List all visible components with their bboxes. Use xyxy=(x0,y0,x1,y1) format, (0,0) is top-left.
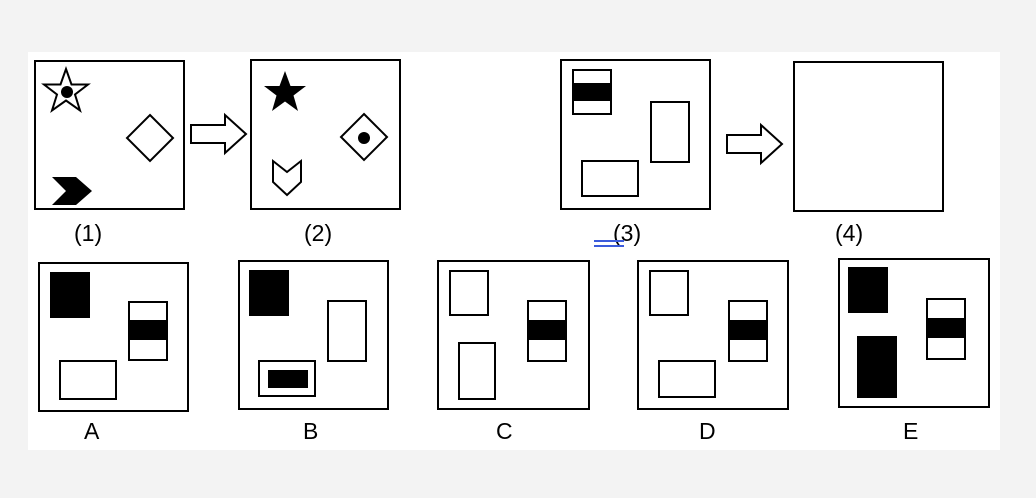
label-2: (2) xyxy=(304,220,333,246)
filled-square xyxy=(249,270,289,316)
text-cursor-mark xyxy=(594,240,624,247)
inner-filled-bar xyxy=(268,370,308,388)
right-arrow-icon xyxy=(726,122,784,166)
tall-outline-rect xyxy=(458,342,496,400)
option-label-e: E xyxy=(903,418,919,444)
option-c[interactable] xyxy=(437,260,590,410)
wide-outline-rect xyxy=(581,160,639,197)
option-b[interactable] xyxy=(238,260,389,410)
option-label-d: D xyxy=(699,418,716,444)
diamond-icon xyxy=(125,113,175,163)
stripe-band xyxy=(572,83,612,101)
stripe-band xyxy=(926,318,966,338)
figure-2 xyxy=(250,59,401,210)
filled-square xyxy=(848,267,888,313)
right-arrow-icon xyxy=(190,112,248,156)
option-d[interactable] xyxy=(637,260,789,410)
stripe-band xyxy=(128,320,168,340)
outline-square xyxy=(449,270,489,316)
wide-outline-rect xyxy=(59,360,117,400)
outline-star-icon xyxy=(41,66,91,114)
option-e[interactable] xyxy=(838,258,990,408)
label-4: (4) xyxy=(835,220,864,246)
option-label-c: C xyxy=(496,418,513,444)
wide-outline-rect xyxy=(658,360,716,398)
option-label-b: B xyxy=(303,418,319,444)
filled-star-icon xyxy=(264,71,306,111)
stripe-band xyxy=(527,320,567,340)
option-label-a: A xyxy=(84,418,100,444)
option-a[interactable] xyxy=(38,262,189,412)
stripe-band xyxy=(728,320,768,340)
outline-square xyxy=(649,270,689,316)
tall-outline-rect xyxy=(327,300,367,362)
figure-1 xyxy=(34,60,185,210)
dotted-diamond-icon xyxy=(339,112,389,162)
label-1: (1) xyxy=(74,220,103,246)
filled-square xyxy=(50,272,90,318)
figure-4-answer-slot xyxy=(793,61,944,212)
down-chevron-icon xyxy=(272,158,302,197)
filled-tall-rect xyxy=(857,336,897,398)
chevron-icon xyxy=(52,177,92,205)
tall-outline-rect xyxy=(650,101,690,163)
figure-3 xyxy=(560,59,711,210)
